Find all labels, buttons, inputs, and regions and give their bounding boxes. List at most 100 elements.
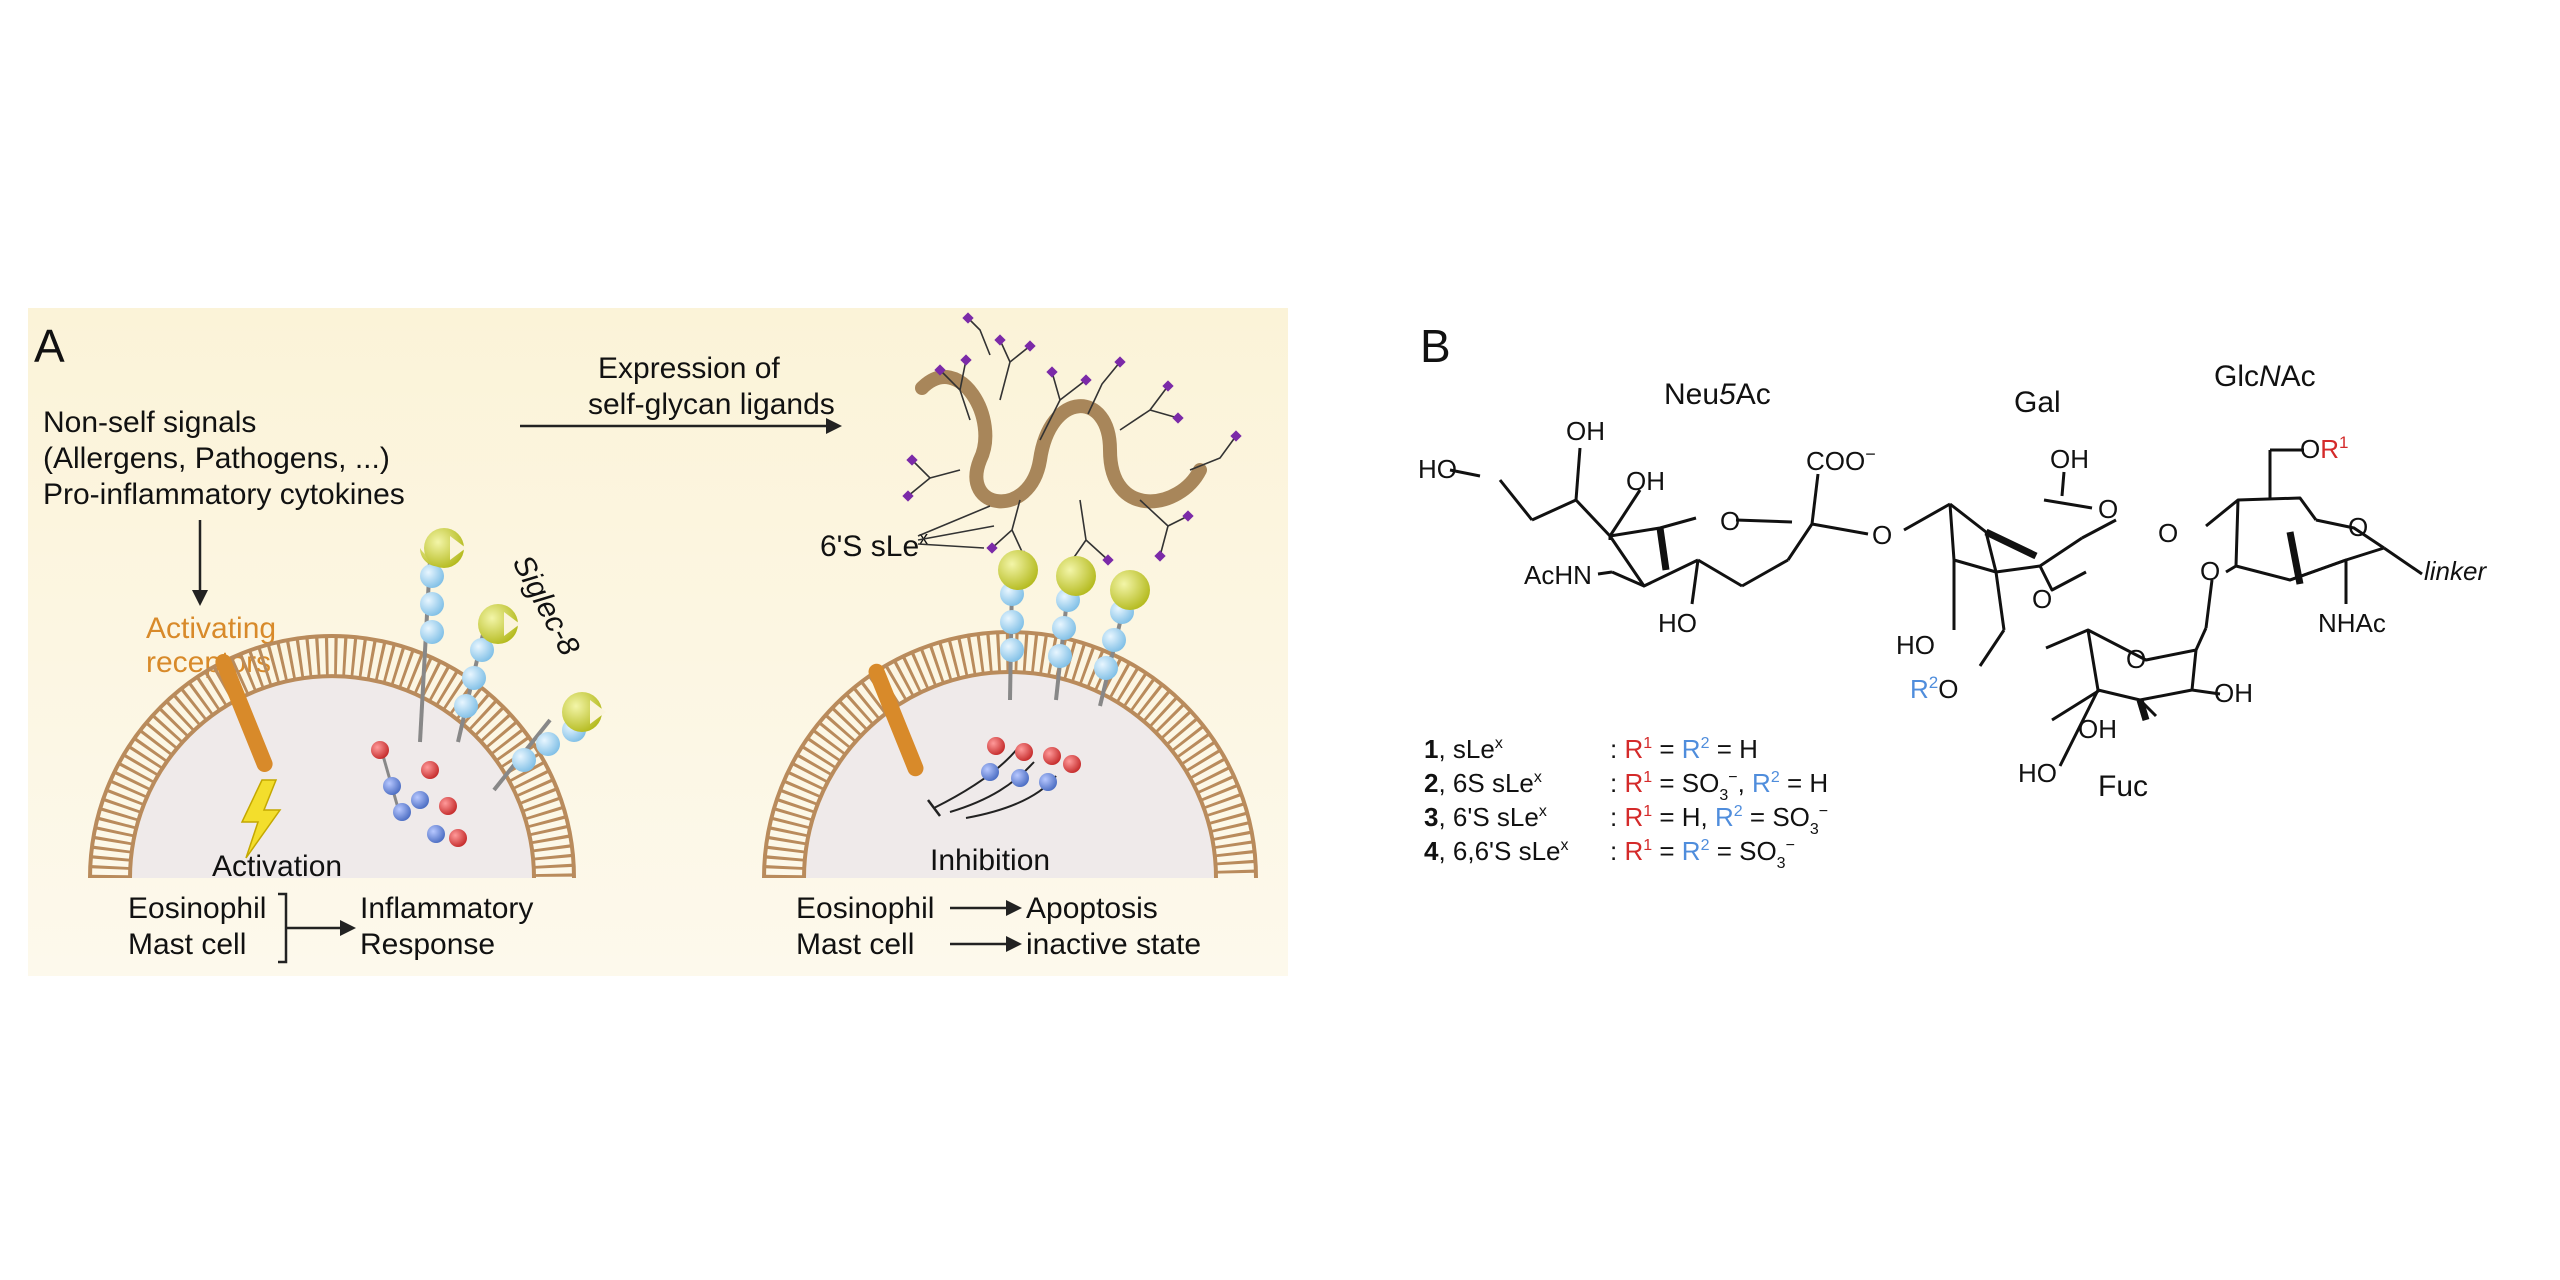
compound-condition-part: 2 [1701,735,1710,752]
siglec-bead [1000,610,1024,634]
right-cell-membrane [764,632,1256,879]
panel-b-letter: B [1420,320,1451,372]
motif-red [449,829,467,847]
compound-number: 2 [1424,768,1438,798]
right-siglec-receptors [998,550,1150,707]
motif-red [987,737,1005,755]
compound-row: 1, sLex: R1 = R2 = H [1424,734,1758,764]
siglec-head-notch [450,536,466,560]
inhibition-bar [927,799,941,817]
siglec-head-notch [504,612,520,636]
motif-blue [383,777,401,795]
residue-fuc: Fuc [2098,770,2148,803]
siglec-bead [1048,644,1072,668]
left-bracket-arrowhead [340,920,356,936]
atom-o: O [2158,518,2178,548]
compound-condition-part: 2 [1771,769,1780,786]
atom-oh: OH [2214,678,2253,708]
compound-condition-part: R [1624,836,1643,866]
atom-o: O [2348,512,2368,542]
compound-list: 1, sLex: R1 = R2 = H2, 6S sLex: R1 = SO3… [1424,734,1828,872]
left-eosinophil: Eosinophil [128,892,266,925]
right-intracellular-motifs [981,737,1081,791]
compound-name: , 6,6'S sLe [1438,836,1560,866]
residue-neu5ac: Neu5Ac [1664,378,1771,411]
atom-ho: HO [1418,454,1457,484]
atom-oh: OH [1566,416,1605,446]
atom-oh: OH [2078,714,2117,744]
compound-condition-part: = SO [1743,802,1810,832]
siglec-head [424,528,464,568]
left-siglec-receptors [418,528,606,792]
motif-blue [393,803,411,821]
left-membrane-inner [128,674,536,879]
siglec-head [998,550,1038,590]
siglec-stalk [418,559,432,743]
siglec-bead [420,620,444,644]
glycan-polymer [902,312,1242,572]
compound-condition-part: R [1682,734,1701,764]
atom-acnh: AcHN [1524,560,1592,590]
compound-condition-part: R [1752,768,1771,798]
compound-name: , 6S sLe [1438,768,1533,798]
compound-name-sup: x [1539,803,1547,820]
motif-red [439,797,457,815]
compound-condition-part: 3 [1777,855,1786,872]
apoptosis-label: Apoptosis [1026,892,1158,925]
activating-line-1: Activating [146,612,276,645]
compound-condition-part: = [1652,734,1682,764]
siglec-bead [470,638,494,662]
compound-name-sup: x [1534,769,1542,786]
motif-blue [1011,769,1029,787]
siglec-bead [1102,628,1126,652]
signals-line-2: (Allergens, Pathogens, ...) [43,442,390,475]
apoptosis-arrowhead [1006,900,1022,916]
compound-condition-part: = H [1709,734,1757,764]
panel-a: A Non-self signals (Allergens, Pathogens… [28,308,1288,976]
atom-ho: HO [2018,758,2057,788]
right-cell-interior [806,674,1214,878]
atom-o: O [2200,556,2220,586]
compound-name: , 6'S sLe [1438,802,1538,832]
siglec-bead [420,564,444,588]
siglec-head [478,604,518,644]
atom-o: O [2032,584,2052,614]
compound-condition-part: 1 [1643,769,1652,786]
compound-condition-part: − [1786,837,1795,854]
inflammatory-line-1: Inflammatory [360,892,533,925]
panel-b: B Neu5Ac Gal GlcNAc Fuc [1418,320,2487,872]
atom-ho: HO [1896,630,1935,660]
motif-red [371,741,389,759]
siglec-bead [462,666,486,690]
compound-name: , sLe [1438,734,1494,764]
inhibition-label: Inhibition [930,844,1050,877]
compound-condition-part: 1 [1643,735,1652,752]
compound-condition-part: R [1624,768,1643,798]
atom-o: O [1720,506,1740,536]
motif-red [421,761,439,779]
chemical-bonds [1449,447,2423,767]
motif-blue [981,763,999,781]
ligand-pointer-lines [917,505,995,549]
atom-linker: linker [2424,556,2487,586]
compound-condition-part: R [1715,802,1734,832]
siglec-bead [420,592,444,616]
signals-line-1: Non-self signals [43,406,256,439]
siglec-head [1110,570,1150,610]
left-activating-receptor [215,654,273,772]
panel-a-letter: A [34,320,65,372]
compound-name-sup: x [1495,735,1503,752]
siglec-head-notch [590,700,606,724]
right-mast-cell: Mast cell [796,928,914,961]
compound-number: 4 [1424,836,1439,866]
atom-labels: HO OH OH AcHN HO O COO− O OH O O HO R2O … [1418,416,2487,788]
glycan-branches [907,317,1237,567]
motif-blue [1039,773,1057,791]
atom-r2: R2O [1910,673,1958,704]
inactive-arrowhead [1006,936,1022,952]
siglec-bead [536,732,560,756]
siglec-bead [512,748,536,772]
left-cell-membrane [90,636,574,879]
atom-oh: OH [2050,444,2089,474]
